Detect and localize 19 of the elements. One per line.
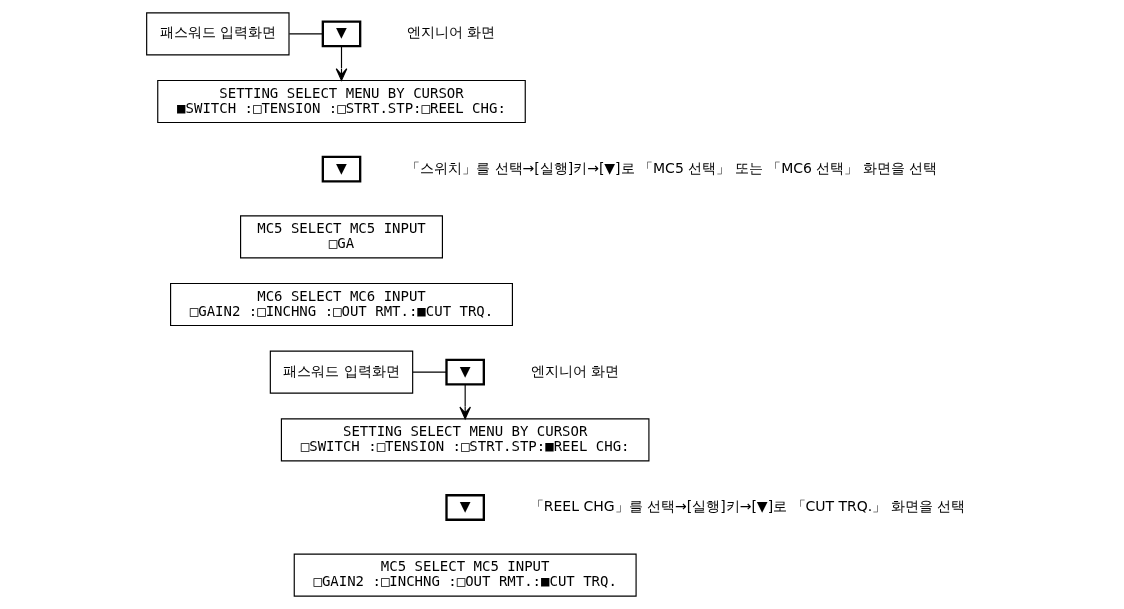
node-box: MC5 SELECT MC5 INPUT □GA bbox=[240, 215, 443, 259]
label: 「REEL CHG」를 선택→[실행]키→[▼]로 「CUT TRQ.」 화면을 선택 bbox=[529, 498, 966, 515]
label: 「스위치」를 선택→[실행]키→[▼]로 「MC5 선택」 또는 「MC6 선택」 화면을 선택 bbox=[406, 159, 938, 176]
arrow bbox=[335, 45, 348, 81]
node-box: 패스워드 입력화면 bbox=[269, 350, 414, 394]
node-label: 엔지니어 화면 bbox=[530, 362, 620, 379]
node-box: SETTING SELECT MENU BY CURSOR □SWITCH :□TENSION :□STRT.STP:■REEL CHG: bbox=[280, 418, 650, 462]
node-box: ▼ bbox=[321, 155, 362, 183]
node-box: SETTING SELECT MENU BY CURSOR ■SWITCH :□TENSION :□STRT.STP:□REEL CHG: bbox=[157, 79, 526, 124]
arrow bbox=[459, 384, 471, 420]
node-box: MC5 SELECT MC5 INPUT □GAIN2 :□INCHNG :□OUT RMT.:■CUT TRQ. bbox=[293, 553, 637, 597]
node-box: ▼ bbox=[445, 494, 485, 521]
node-box: MC6 SELECT MC6 INPUT □GAIN2 :□INCHNG :□OUT RMT.:■CUT TRQ. bbox=[170, 282, 513, 327]
node-box: ▼ bbox=[445, 358, 485, 386]
node-box: 패스워드 입력화면 bbox=[146, 12, 290, 56]
connector bbox=[288, 33, 324, 35]
node-label: 엔지니어 화면 bbox=[406, 24, 496, 41]
connector bbox=[412, 371, 447, 373]
node-box: ▼ bbox=[321, 20, 362, 48]
